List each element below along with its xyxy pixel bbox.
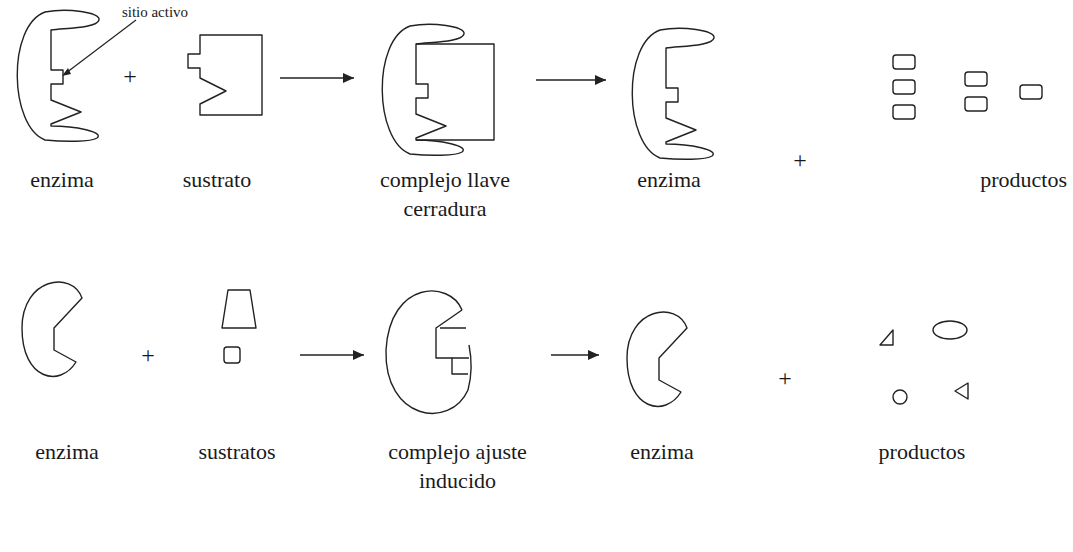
enzyme-figure: enzima [605, 270, 719, 467]
enzyme-figure: enzima [612, 8, 726, 195]
figure-outline [605, 270, 715, 438]
reaction-arrow [551, 350, 599, 360]
figure-label: productos [860, 438, 984, 467]
induced-fit-complex-figure: complejo ajuste inducido [370, 270, 545, 495]
callout-label: sitio activo [122, 4, 188, 21]
figure-label: enzima [10, 438, 124, 467]
plus-sign: + [793, 147, 807, 174]
products-figure: productos [860, 270, 984, 467]
reaction-arrow [300, 350, 364, 360]
substrates-figure: sustratos [180, 270, 294, 467]
figure-label: enzima [5, 166, 119, 195]
figure-label: sustratos [180, 438, 294, 467]
plus-sign: + [141, 342, 155, 369]
figure-outline [860, 270, 980, 438]
figure-outline [10, 270, 120, 438]
lock-key-complex-figure: complejo llave cerradura [360, 8, 530, 223]
figure-outline [370, 270, 545, 438]
plus-sign: + [778, 365, 792, 392]
label-holder: + [123, 63, 137, 90]
plus-sign: + [123, 63, 137, 90]
enzyme-figure: enzima [5, 8, 119, 195]
figure-label: complejo llave cerradura [365, 166, 525, 223]
figure-outline [612, 8, 722, 166]
figure-label: complejo ajuste inducido [375, 438, 540, 495]
figure-label: enzima [605, 438, 719, 467]
figure-label: productos [878, 166, 1067, 195]
substrate-figure: sustrato [160, 8, 274, 195]
figure-label: enzima [612, 166, 726, 195]
figure-outline [878, 8, 1063, 166]
label-holder: + [778, 365, 792, 392]
figure-outline [180, 270, 290, 438]
figure-label: sustrato [160, 166, 274, 195]
products-figure: productos [878, 8, 1067, 195]
figure-outline [5, 8, 115, 166]
reaction-arrow [280, 73, 354, 83]
label-holder: + [141, 342, 155, 369]
enzyme-figure: enzima [10, 270, 124, 467]
figure-outline [360, 8, 530, 166]
reaction-arrow [536, 75, 606, 85]
figure-outline [160, 8, 270, 166]
label-holder: + [793, 147, 807, 174]
label-holder: sitio activo [122, 3, 188, 21]
